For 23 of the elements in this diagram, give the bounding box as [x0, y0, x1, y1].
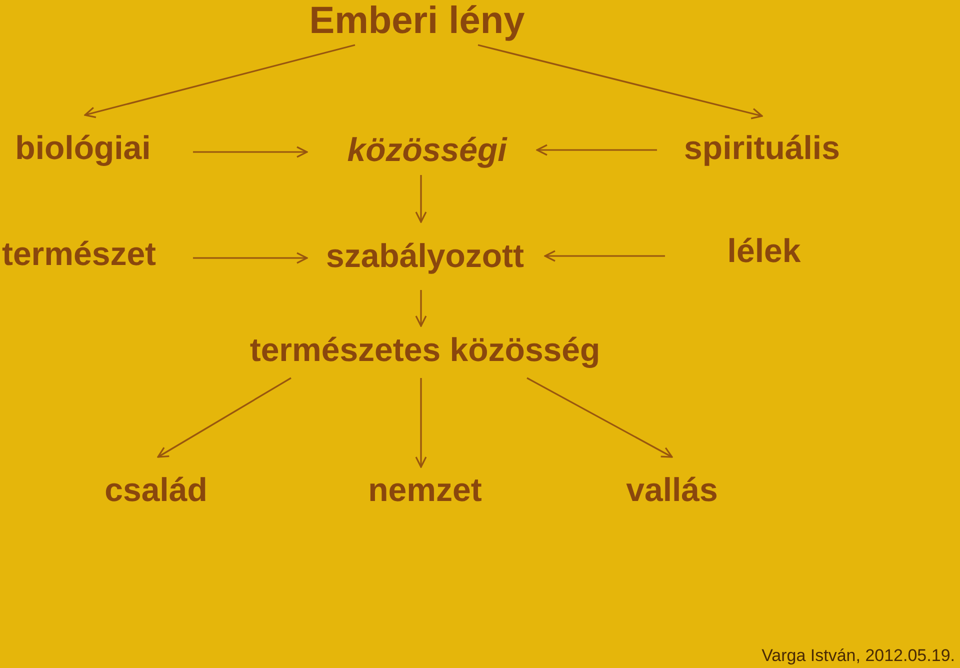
arrow: [415, 378, 427, 468]
arrow: [544, 250, 665, 262]
arrow: [526, 377, 673, 458]
concept-text: szabályozott: [326, 237, 524, 275]
arrow: [415, 290, 427, 327]
arrow: [157, 377, 292, 458]
arrow: [193, 252, 308, 264]
arrow: [536, 144, 657, 156]
concept-text: közösségi: [347, 131, 507, 169]
concept-text: lélek: [727, 232, 801, 270]
arrow: [478, 44, 763, 120]
concept-text: nemzet: [368, 471, 482, 509]
concept-text: spirituális: [684, 129, 840, 167]
concept-text: természet: [2, 235, 156, 273]
concept-text: vallás: [626, 471, 718, 509]
arrow: [415, 175, 427, 223]
concept-text: biológiai: [15, 129, 151, 167]
arrow: [193, 146, 308, 158]
concept-text: természetes közösség: [250, 331, 600, 369]
heading-node-text: Emberi lény: [309, 0, 525, 44]
arrow: [84, 44, 356, 118]
author-date-note: Varga István, 2012.05.19.: [762, 646, 955, 666]
concept-text: család: [104, 471, 208, 509]
